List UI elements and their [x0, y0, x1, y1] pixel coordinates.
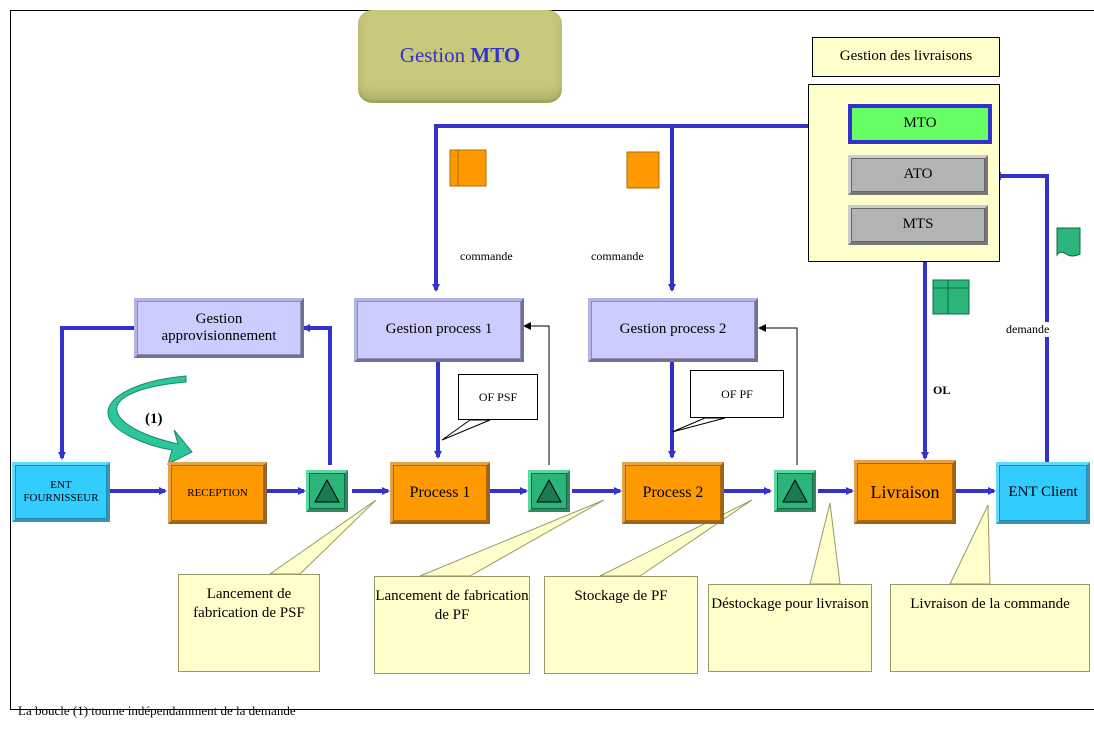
triangle-icon [536, 478, 562, 503]
title-bold: MTO [470, 42, 521, 67]
title-prefix: Gestion [399, 42, 471, 67]
link-stock1-procurement [302, 324, 332, 465]
loop-label: (1) [145, 411, 163, 427]
bubble-of-pf: OF PF [690, 370, 784, 418]
loop-arrow [107, 375, 193, 465]
order-label-1: commande [460, 249, 513, 263]
client-box[interactable]: ENT Client [996, 462, 1090, 524]
bubble-tail-ofpsf [441, 419, 491, 441]
mode-ato[interactable]: ATO [848, 155, 988, 195]
delivery-box[interactable]: Livraison [854, 460, 956, 524]
bubble-of-psf: OF PSF [458, 374, 538, 420]
callout-stock-pf: Stockage de PF [544, 576, 698, 674]
link-procurement-supplier [58, 326, 135, 460]
link-client-request [993, 172, 1049, 465]
title-button[interactable]: Gestion MTO [358, 10, 562, 100]
procurement-mgmt-box[interactable]: Gestion approvisionnement [134, 298, 304, 358]
callout-tail-4 [809, 502, 841, 585]
callout-tail-5 [949, 504, 991, 585]
ol-label: OL [933, 383, 951, 397]
process2-mgmt-box[interactable]: Gestion process 2 [588, 298, 758, 362]
process1-mgmt-box[interactable]: Gestion process 1 [354, 298, 524, 362]
footnote: La boucle (1) tourne indépendamment de l… [18, 703, 296, 718]
triangle-icon [782, 478, 808, 503]
stock-shipping[interactable] [774, 470, 816, 512]
stock-psf[interactable] [306, 470, 348, 512]
callout-destock: Déstockage pour livraison [708, 584, 872, 672]
order-link-process1 [432, 124, 850, 292]
feedback-stock3-gp2 [758, 324, 798, 465]
request-label: demande [1006, 322, 1050, 337]
callout-launch-psf: Lancement de fabrication de PSF [178, 574, 320, 672]
delivery-mgmt-title: Gestion des livraisons [812, 37, 1000, 77]
triangle-icon [314, 478, 340, 503]
bubble-tail-ofpf [671, 417, 726, 433]
reception-box[interactable]: RECEPTION [168, 462, 267, 524]
mode-mto[interactable]: MTO [848, 104, 992, 144]
supplier-box[interactable]: ENT FOURNISSEUR [12, 462, 110, 522]
process1-box[interactable]: Process 1 [390, 462, 490, 524]
mode-mts[interactable]: MTS [848, 205, 988, 245]
order-label-2: commande [591, 249, 644, 263]
process2-box[interactable]: Process 2 [622, 462, 724, 524]
feedback-stock2-gp1 [523, 322, 550, 465]
stock-pf[interactable] [528, 470, 570, 512]
callout-launch-pf: Lancement de fabrication de PF [374, 576, 530, 674]
callout-delivery: Livraison de la commande [890, 584, 1090, 672]
order-document-icons [449, 149, 1081, 315]
